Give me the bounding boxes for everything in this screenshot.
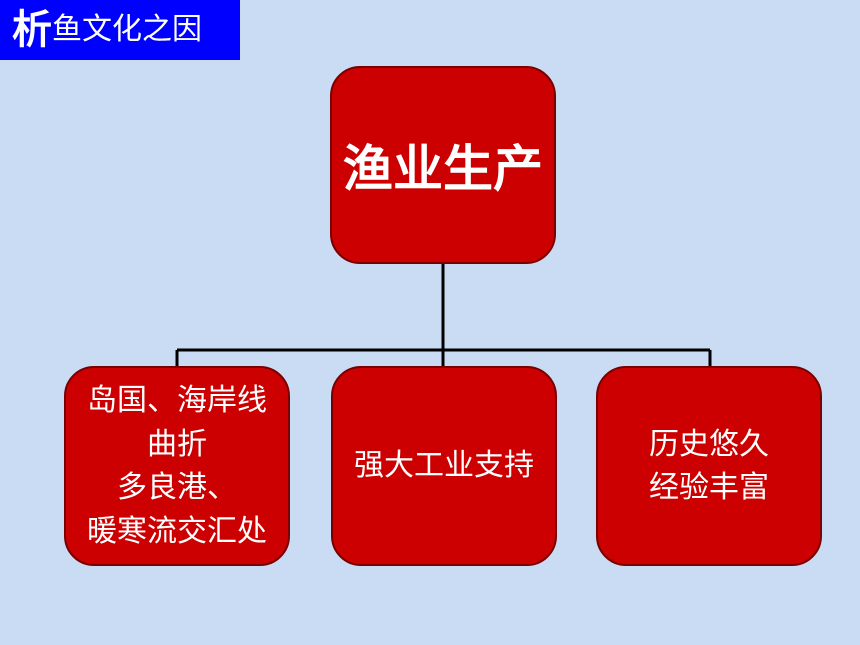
- child-node-line: 岛国、海岸线: [87, 383, 267, 418]
- title-text: 鱼文化之因: [52, 12, 202, 47]
- child-node-line: 暖寒流交汇处: [87, 513, 267, 549]
- child-node-line: 历史悠久: [649, 426, 769, 462]
- child-node-line: 多良港、: [117, 470, 237, 505]
- child-node-line: 强大工业支持: [354, 448, 534, 484]
- child-node-line: 曲折: [147, 426, 207, 462]
- slide-title: 析鱼文化之因: [0, 0, 240, 60]
- root-node-label: 渔业生产: [343, 140, 543, 198]
- title-emphasis-char: 析: [12, 7, 52, 53]
- child-node-industry: 强大工业支持: [331, 366, 557, 566]
- root-node: 渔业生产: [330, 66, 556, 264]
- child-node-history: 历史悠久 经验丰富: [596, 366, 822, 566]
- child-node-line: 经验丰富: [649, 470, 769, 505]
- child-node-geography: 岛国、海岸线 曲折 多良港、 暖寒流交汇处: [64, 366, 290, 566]
